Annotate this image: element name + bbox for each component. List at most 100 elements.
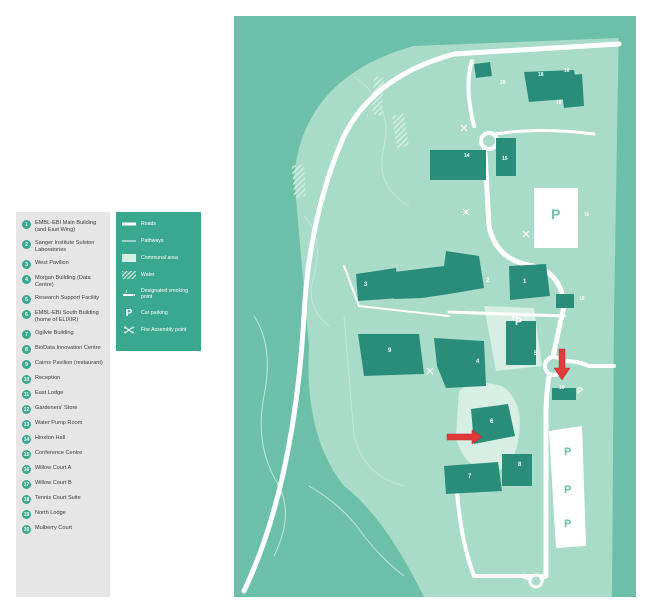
legend-item-label: East Lodge <box>35 390 64 396</box>
roundabout-north <box>479 131 499 151</box>
legend-item-label: Ogilvie Building <box>35 330 74 336</box>
key-roads: Roads <box>122 220 195 228</box>
legend-number-badge: 13 <box>22 420 31 429</box>
legend-number-badge: 10 <box>22 375 31 384</box>
building-3-shape <box>356 268 399 301</box>
legend-item-label: Hinxton Hall <box>35 435 66 441</box>
legend-number-badge: 11 <box>22 390 31 399</box>
legend-number-badge: 5 <box>22 295 31 304</box>
legend-item-label: Cairns Pavilion (restaurant) <box>35 360 103 366</box>
legend-item: 11 East Lodge <box>22 390 106 399</box>
legend-number-badge: 19 <box>22 510 31 519</box>
legend-number-badge: 18 <box>22 495 31 504</box>
key-parking-label: Car parking <box>141 310 168 316</box>
legend-item: 3 West Pavilion <box>22 260 106 269</box>
key-smoking: Designated smoking point <box>122 288 195 300</box>
legend-item: 18 Tennis Court Suite <box>22 495 106 504</box>
communal-swatch-icon <box>122 254 136 262</box>
building-12-shape <box>556 294 574 308</box>
key-water: Water <box>122 271 195 279</box>
parking-icon: P <box>125 307 133 319</box>
pathway-swatch-icon <box>122 237 136 245</box>
building-14-shape <box>430 150 486 180</box>
legend-item: 8 BioData Innovation Centre <box>22 345 106 354</box>
legend-number-badge: 1 <box>22 220 31 229</box>
map-key: Roads Pathways Communal area Water Desig… <box>116 212 201 351</box>
fire-assembly-icon <box>122 326 136 334</box>
key-fire: Fire Assembly point <box>122 326 195 334</box>
building-4-shape <box>434 338 486 388</box>
building-6-shape <box>471 404 515 444</box>
water-pond-west <box>292 164 306 198</box>
marker-arrow-reception <box>553 348 571 381</box>
key-water-label: Water <box>141 272 155 278</box>
legend-number-badge: 12 <box>22 405 31 414</box>
legend-item-label: Conference Centre <box>35 450 83 456</box>
building-15-shape <box>496 138 516 176</box>
water-swatch-icon <box>122 271 136 279</box>
car-park-north <box>534 188 578 248</box>
legend-number-badge: 16 <box>22 465 31 474</box>
legend-item-label: Mulberry Court <box>35 525 72 531</box>
legend-item: 6 EMBL-EBI South Building (home of ELIXIR… <box>22 310 106 324</box>
legend-item-label: North Lodge <box>35 510 66 516</box>
key-roads-label: Roads <box>141 221 156 227</box>
legend-number-badge: 7 <box>22 330 31 339</box>
campus-map[interactable]: 1 2 3 4 6 7 8 9 10 12 14 15 17 16 18 20 … <box>234 16 636 597</box>
smoking-icon <box>122 290 136 298</box>
legend-item-label: Reception <box>35 375 61 381</box>
legend-item: 19 North Lodge <box>22 510 106 519</box>
legend-number-badge: 2 <box>22 240 31 249</box>
car-park-south <box>549 426 586 548</box>
legend-item: 15 Conference Centre <box>22 450 106 459</box>
key-parking: P Car parking <box>122 307 195 319</box>
key-fire-label: Fire Assembly point <box>141 327 187 333</box>
building-9-shape <box>358 334 424 376</box>
legend-number-badge: 8 <box>22 345 31 354</box>
legend-item: 9 Cairns Pavilion (restaurant) <box>22 360 106 369</box>
key-communal: Communal area <box>122 254 195 262</box>
fire-assembly-points <box>426 124 572 440</box>
legend-number-badge: 15 <box>22 450 31 459</box>
building-2-shape <box>394 251 484 299</box>
building-17-shape <box>560 74 584 108</box>
legend-item-label: BioData Innovation Centre <box>35 345 101 351</box>
key-communal-label: Communal area <box>141 255 178 261</box>
legend-item-label: Sanger Institute Sulston Laboratories <box>35 240 95 253</box>
building-19-shape <box>474 62 492 78</box>
legend-item-label: EMBL-EBI South Building (home of ELIXIR) <box>35 310 99 323</box>
buildings <box>356 62 584 494</box>
legend-number-badge: 9 <box>22 360 31 369</box>
east-water <box>612 16 636 597</box>
legend-item-label: Willow Court B <box>35 480 72 486</box>
water-pond-mid <box>392 114 409 148</box>
roundabout-south <box>528 573 544 589</box>
marker-arrow-south-building <box>446 429 483 445</box>
legend-item-label: Tennis Court Suite <box>35 495 81 501</box>
legend-item: 10 Reception <box>22 375 106 384</box>
road-swatch-icon <box>122 220 136 228</box>
legend-item: 2 Sanger Institute Sulston Laboratories <box>22 240 106 254</box>
campus-ground <box>294 38 619 597</box>
legend-item: 7 Ogilvie Building <box>22 330 106 339</box>
building-1-shape <box>509 264 550 300</box>
legend-number-badge: 3 <box>22 260 31 269</box>
legend-item-label: West Pavilion <box>35 260 69 266</box>
legend-number-badge: 6 <box>22 310 31 319</box>
key-pathways-label: Pathways <box>141 238 164 244</box>
legend-number-badge: 4 <box>22 275 31 284</box>
legend-item-label: Water Pump Room <box>35 420 83 426</box>
key-pathways: Pathways <box>122 237 195 245</box>
legend-item: 13 Water Pump Room <box>22 420 106 429</box>
key-smoking-label: Designated smoking point <box>141 288 189 300</box>
building-10-shape <box>552 388 576 400</box>
campus-map-svg <box>234 16 636 597</box>
